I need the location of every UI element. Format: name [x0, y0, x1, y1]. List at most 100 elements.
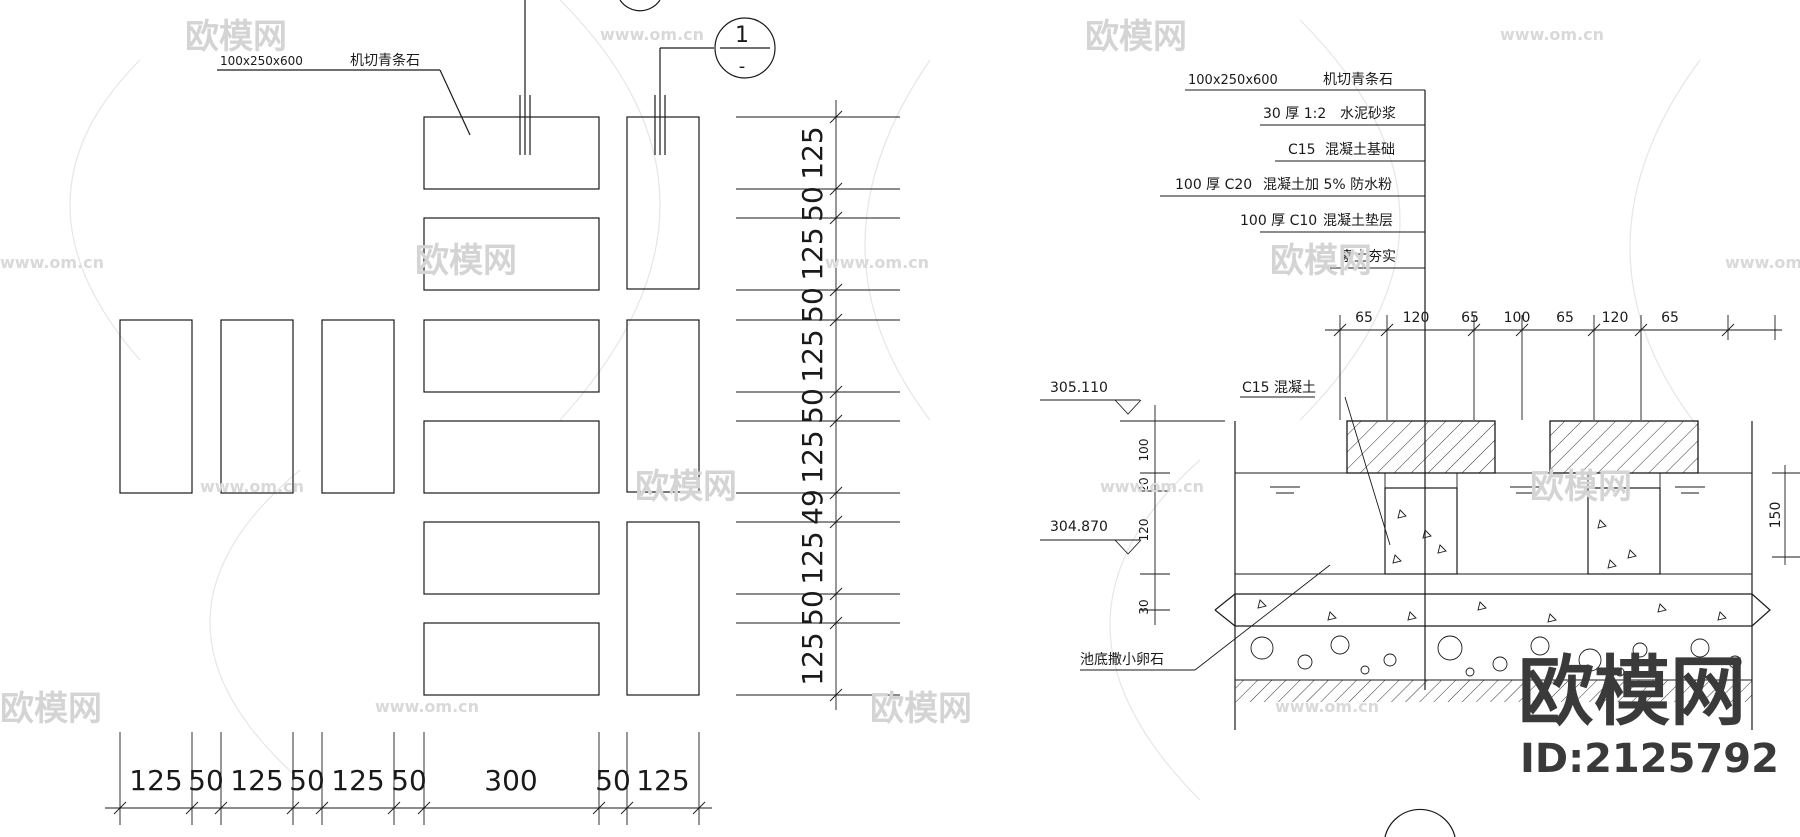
section-view: 100x250x600 机切青条石 30 厚 1:2 水泥砂浆 C15 混凝土基… [1040, 71, 1800, 837]
concrete-pier [1384, 487, 1458, 575]
bottom-dim-label: 50 [188, 764, 224, 797]
concrete-label: C15 混凝土 [1242, 380, 1316, 396]
watermark-brand: 欧模网 [635, 467, 737, 507]
stone-slab [423, 116, 600, 190]
top-dim-label: 120 [1602, 310, 1629, 326]
top-dim-label: 65 [1461, 310, 1479, 326]
stone-slab [423, 622, 600, 696]
watermark-arcs [69, 0, 1701, 801]
left-dim-label: 30 [1137, 599, 1151, 614]
left-dim-label: 100 [1137, 439, 1151, 462]
soil-hatch [1235, 680, 1752, 702]
stone-slab [220, 319, 294, 494]
section-mark-number: 1 [735, 23, 749, 48]
pebble-label: 池底撒小卵石 [1080, 652, 1164, 668]
right-dim-label: 50 [796, 186, 829, 222]
right-dim-label: 125 [796, 227, 829, 280]
left-dim-label: 120 [1137, 519, 1151, 542]
layer-text: 混凝土加 5% 防水粉 [1263, 177, 1392, 193]
layer-callout-lines [1160, 89, 1425, 269]
layer-text: 混凝土基础 [1325, 141, 1395, 158]
top-dim-label: 65 [1556, 310, 1574, 326]
watermark-url: www.om.cn [1500, 25, 1604, 44]
right-dim-label: 50 [796, 388, 829, 424]
right-dim-label: 125 [796, 531, 829, 584]
right-dim-ticks [736, 110, 900, 702]
plan-view: 1 - 100x250x600 机切青条石 [105, 0, 900, 825]
watermark-brand: 欧模网 [1530, 467, 1632, 507]
top-dim-ticks [1333, 315, 1776, 420]
watermark-url: www.om.cn [375, 697, 479, 716]
watermark-brand: 欧模网 [185, 17, 287, 57]
right-dim-label: 49 [796, 489, 829, 525]
layer-text: 水泥砂浆 [1340, 106, 1396, 122]
stone-slab [119, 319, 193, 494]
section-stone [1549, 420, 1699, 474]
stone-slab [423, 217, 600, 291]
stone-slab [626, 116, 700, 290]
watermark-url: www.om.cn [0, 253, 104, 272]
stone-slab [423, 521, 600, 595]
right-dim-label: 50 [796, 590, 829, 626]
right-dim-label: 125 [796, 632, 829, 685]
water-level-symbols [1270, 486, 1705, 494]
top-dim-label: 65 [1661, 310, 1679, 326]
watermark-brand: 欧模网 [1270, 241, 1372, 281]
elevation-bottom: 304.870 [1050, 519, 1108, 535]
bottom-dim-label: 300 [484, 764, 537, 797]
section-stone [1346, 420, 1496, 474]
plan-material-label: 机切青条石 [350, 52, 420, 69]
layer-spec: 30 厚 1:2 [1263, 106, 1326, 122]
pier-aggregate [1392, 509, 1637, 569]
concrete-pier [1587, 487, 1661, 575]
layer-spec: 100 厚 C10 [1240, 213, 1317, 229]
bottom-dim-label: 50 [595, 764, 631, 797]
layer-spec: C15 [1288, 142, 1316, 158]
layer-spec: 100 厚 C20 [1175, 177, 1252, 193]
watermark-url: www.om.cn [1725, 253, 1800, 272]
stone-slab [626, 521, 700, 696]
layer-spec: 100x250x600 [1188, 73, 1278, 88]
bottom-dim-label: 125 [230, 764, 283, 797]
watermark-brand: 欧模网 [1085, 17, 1187, 57]
layer-text: 混凝土垫层 [1323, 213, 1393, 229]
watermark-url: www.om.cn [1275, 697, 1379, 716]
watermark-brand: 欧模网 [0, 689, 102, 729]
stone-slab [423, 420, 600, 494]
right-dim-label: 125 [796, 329, 829, 382]
bottom-dim-label: 50 [391, 764, 427, 797]
watermark-url: www.om.cn [200, 477, 304, 496]
bottom-dim-label: 125 [331, 764, 384, 797]
top-dim-label: 65 [1355, 310, 1373, 326]
watermark-url: www.om.cn [600, 25, 704, 44]
watermark-id: ID:2125792 [1520, 736, 1779, 782]
top-dim-label: 100 [1504, 310, 1531, 326]
base-aggregate [1257, 599, 1727, 623]
watermark-brand-large: 欧模网 [1518, 647, 1746, 736]
top-dim-label: 120 [1403, 310, 1430, 326]
stone-slab [423, 319, 600, 393]
pebbles [1250, 635, 1742, 677]
right-dim-label: 125 [796, 430, 829, 483]
plan-spec-label: 100x250x600 [220, 54, 303, 68]
bottom-dim-label: 125 [129, 764, 182, 797]
watermark-url: www.om.cn [825, 253, 929, 272]
right-dim-label: 125 [796, 126, 829, 179]
watermark-brand: 欧模网 [415, 241, 517, 281]
layer-text: 素土夯实 [1340, 249, 1396, 265]
section-mark-dash: - [739, 56, 746, 77]
layer-text: 机切青条石 [1323, 71, 1393, 88]
right-dim-150: 150 [1768, 502, 1784, 529]
stone-slab [321, 319, 395, 494]
bottom-dim-label: 125 [636, 764, 689, 797]
watermarks: 欧模网 欧模网 欧模网 欧模网 欧模网 欧模网 欧模网 欧模网 www.om.c… [0, 17, 1800, 782]
stone-slab [626, 319, 700, 493]
bottom-dim-ticks [113, 732, 706, 825]
elevation-top: 305.110 [1050, 380, 1108, 396]
right-dim-label: 50 [796, 287, 829, 323]
left-dim-label: 20 [1137, 477, 1151, 492]
section-callout-circle [714, 17, 776, 79]
watermark-brand: 欧模网 [870, 689, 972, 729]
bottom-dim-label: 50 [289, 764, 325, 797]
